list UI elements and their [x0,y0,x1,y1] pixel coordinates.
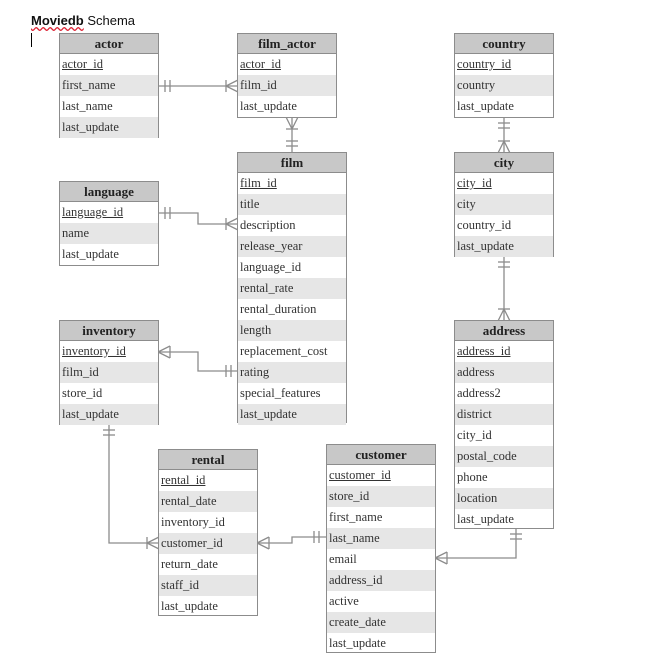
rel-country-city [497,117,511,154]
field-row: city [455,194,553,215]
field-row: return_date [161,557,218,571]
field-row: last_update [60,404,158,425]
field-row: rental_duration [240,302,317,316]
rel-film-film-actor [285,116,299,153]
field-row: rental_rate [238,278,346,299]
field-row: email [329,552,357,566]
field-row: last_update [455,236,553,257]
field-row: film_id [60,362,158,383]
field-row: last_name [62,99,113,113]
field-row: district [455,404,553,425]
field-row: last_update [60,117,158,138]
entity-title: rental [159,450,257,470]
rel-inventory-rental [103,424,160,550]
field-row: country [455,75,553,96]
field-row: address_id [457,344,511,358]
field-row: location [455,488,553,509]
rel-actor-film-actor [158,79,239,93]
field-row: actor_id [62,57,103,71]
rel-film-inventory [157,345,238,377]
rel-language-film [158,207,239,231]
entity-title: customer [327,445,435,465]
field-row: customer_id [159,533,257,554]
field-row: phone [457,470,488,484]
entity-title: city [455,153,553,173]
field-row: customer_id [329,468,391,482]
field-row: country_id [457,57,512,71]
field-row: language_id [62,205,124,219]
field-row: release_year [238,236,346,257]
entity-title: address [455,321,553,341]
field-row: name [60,223,158,244]
rel-address-customer [434,528,522,565]
title-bold: Moviedb [31,13,84,28]
field-row: address_id [327,570,435,591]
entity-title: actor [60,34,158,54]
text-cursor [31,33,32,47]
field-row: inventory_id [62,344,126,358]
field-row: first_name [60,75,158,96]
field-row: create_date [327,612,435,633]
entity-title: film_actor [238,34,336,54]
field-row: replacement_cost [240,344,328,358]
field-row: language_id [240,260,302,274]
entity-title: country [455,34,553,54]
field-row: actor_id [240,57,281,71]
field-row: last_update [329,636,386,650]
field-row: store_id [327,486,435,507]
field-row: description [240,218,296,232]
field-row: last_name [327,528,435,549]
field-row: city_id [457,176,492,190]
field-row: rating [238,362,346,383]
field-row: rental_date [159,491,257,512]
entity-film-actor: film_actor actor_id film_id last_update [237,33,337,118]
document-title: Moviedb Schema [31,13,135,28]
title-rest: Schema [83,13,136,28]
field-row: rental_id [161,473,206,487]
field-row: city_id [457,428,492,442]
entity-title: inventory [60,321,158,341]
field-row: inventory_id [161,515,225,529]
rel-customer-rental [256,531,327,550]
field-row: last_update [457,512,514,526]
field-row: active [329,594,359,608]
entity-title: film [238,153,346,173]
field-row: last_update [457,99,514,113]
field-row: country_id [457,218,512,232]
entity-title: language [60,182,158,202]
field-row: store_id [62,386,103,400]
field-row: first_name [329,510,383,524]
field-row: film_id [238,75,336,96]
field-row: last_update [62,247,119,261]
field-row: length [238,320,346,341]
field-row: last_update [238,404,346,425]
field-row: last_update [240,99,297,113]
entity-actor: actor actor_id first_name last_name last_upd… [59,33,159,138]
field-row: address2 [457,386,501,400]
field-row: film_id [240,176,277,190]
field-row: special_features [240,386,321,400]
field-row: address [455,362,553,383]
field-row: staff_id [159,575,257,596]
field-row: postal_code [455,446,553,467]
rel-city-address [497,256,511,322]
field-row: last_update [161,599,218,613]
field-row: title [238,194,346,215]
